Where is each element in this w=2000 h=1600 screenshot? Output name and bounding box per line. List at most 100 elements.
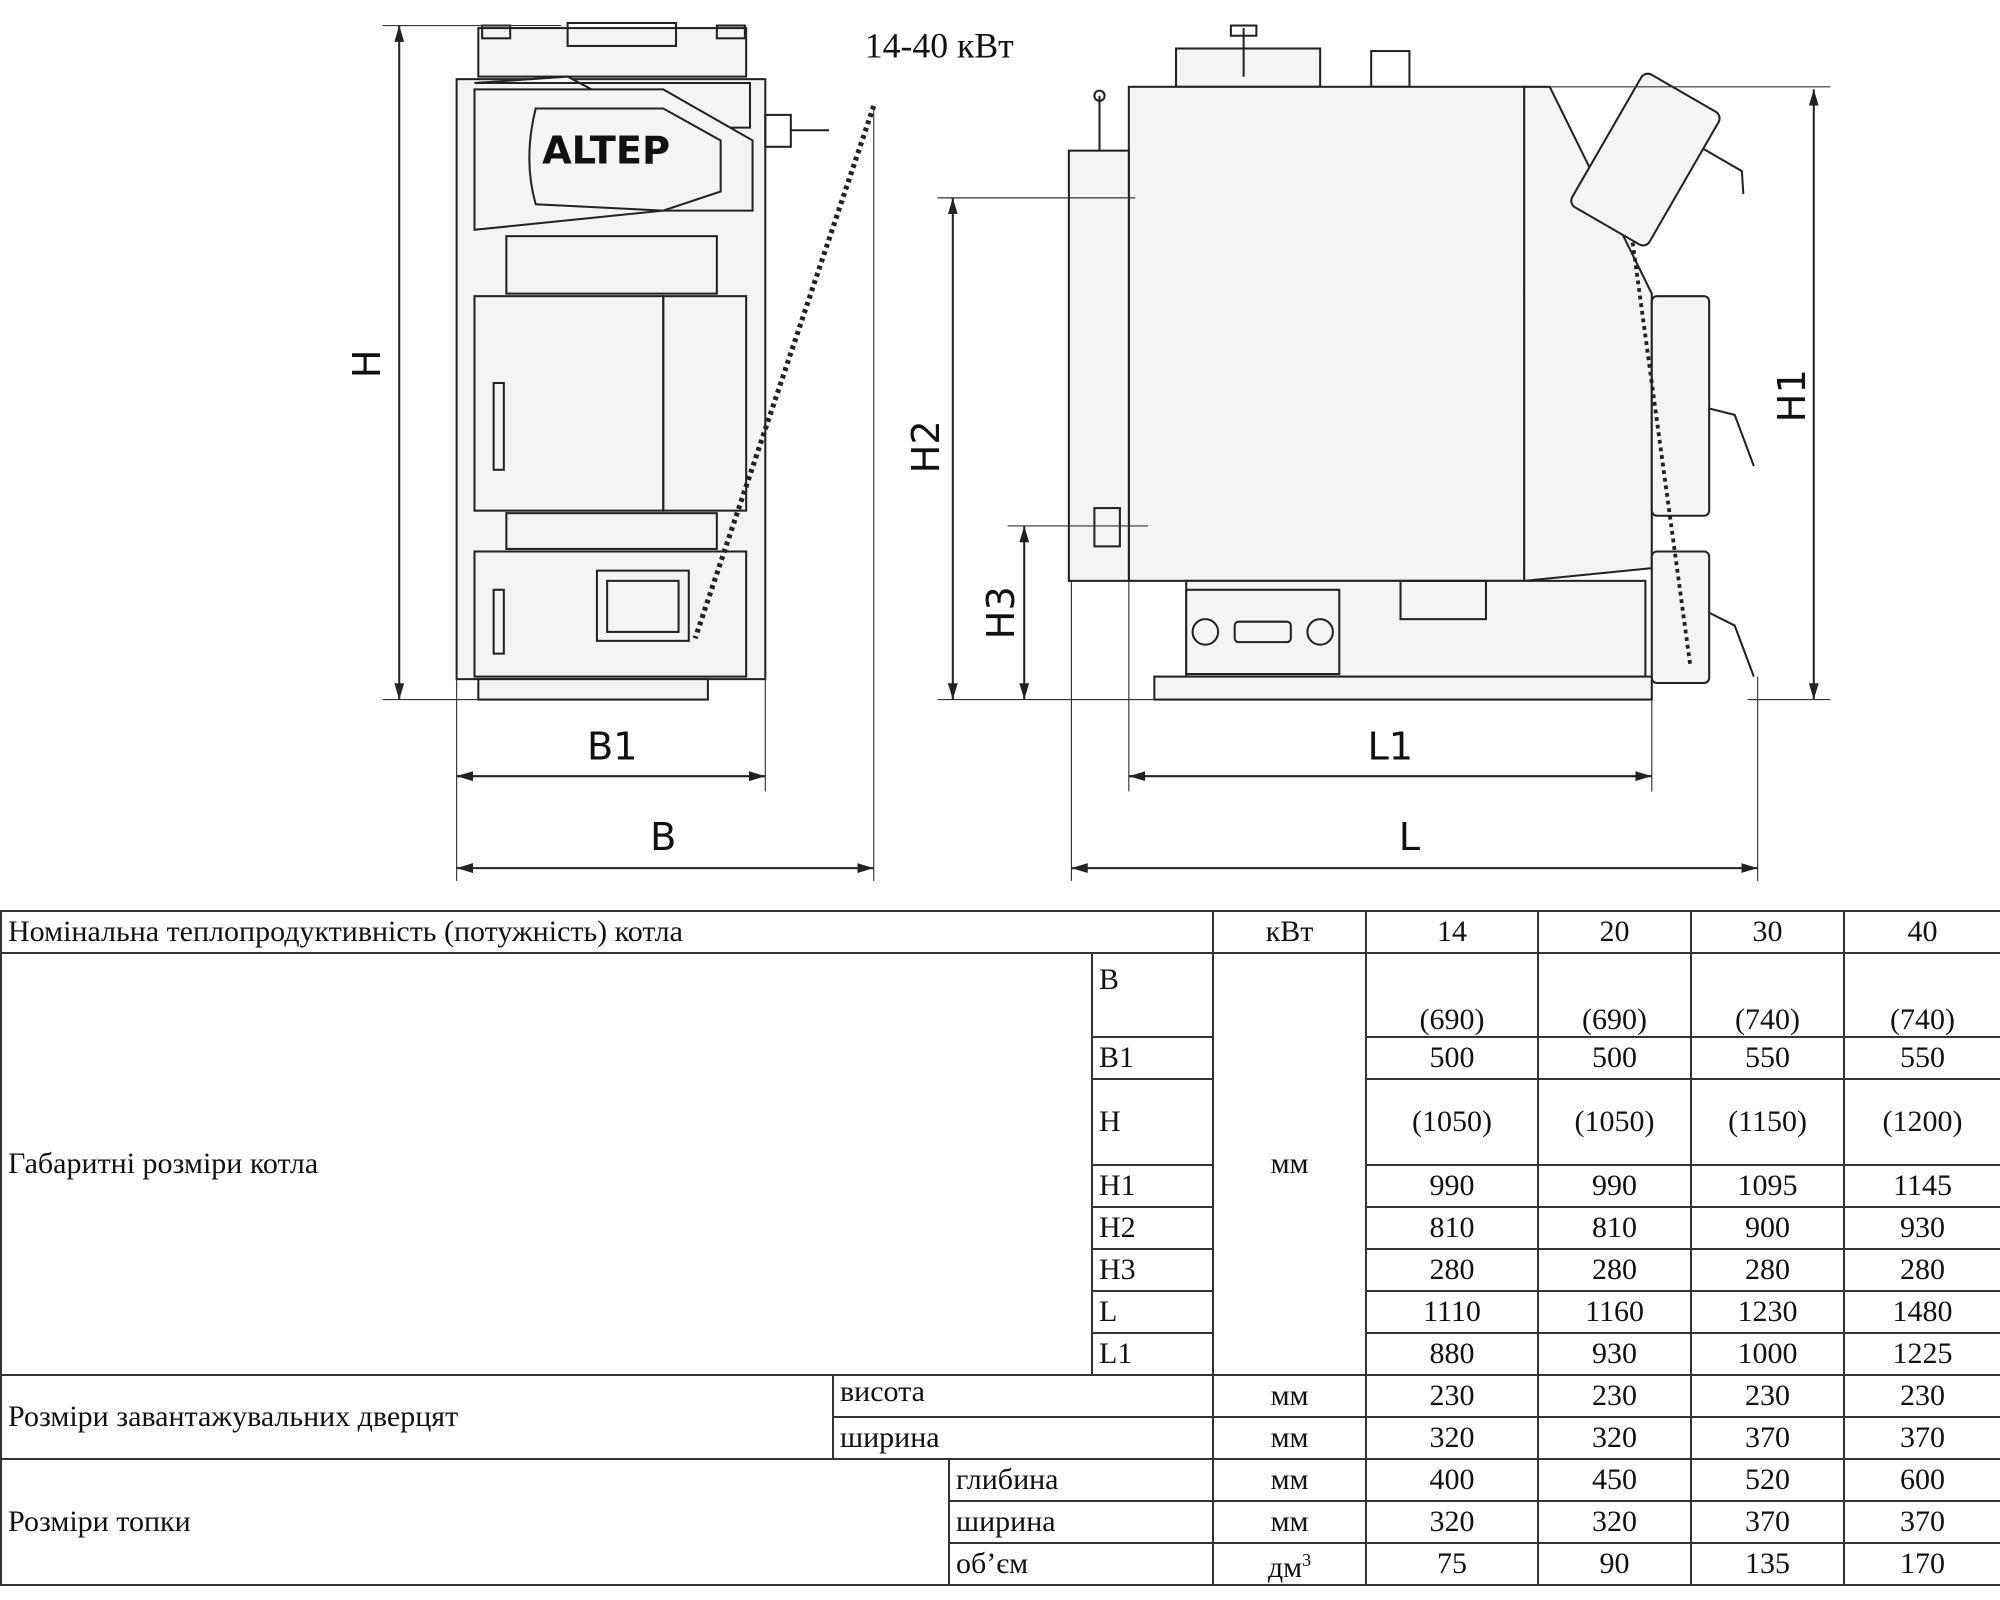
unit-text: дм [1267,1551,1303,1584]
param-cell: H2 [1090,1206,1215,1250]
side-view [1067,24,1755,701]
unit-cell: мм [1212,1458,1368,1502]
value-cell: 370 [1843,1416,2000,1460]
value-cell: (740) [1690,952,1846,1038]
dim-label-h2: H2 [904,420,949,473]
value-cell: 1000 [1690,1332,1846,1376]
value-cell: 1160 [1537,1290,1693,1334]
specifications-table: Номінальна теплопродуктивність (потужніс… [0,910,2000,1586]
value-cell: 880 [1365,1332,1540,1376]
value-cell: 450 [1537,1458,1693,1502]
value-cell: 500 [1365,1036,1540,1080]
value-cell: 90 [1537,1542,1693,1586]
unit-cell: мм [1212,1374,1368,1418]
param-cell: висота [831,1374,1215,1418]
front-dimensions: H B1 B [345,24,875,881]
value-cell: 1095 [1690,1164,1846,1208]
value-cell: (1200) [1843,1078,2000,1166]
param-cell: глибина [947,1458,1215,1502]
value-cell: 600 [1843,1458,2000,1502]
value-cell: 230 [1365,1374,1540,1418]
table-row: Габаритні розміри котла B мм (690) (690)… [0,952,2000,1376]
value-cell: 30 [1690,910,1846,954]
table-row: H2 810 810 900 930 [1,1206,2000,1250]
value-cell: 230 [1690,1374,1846,1418]
value-cell: 550 [1843,1036,2000,1080]
boiler-technical-drawing: ALTEP 14-40 кВт H B1 B [345,21,1831,881]
value-cell: 170 [1843,1542,2000,1586]
value-cell: 320 [1537,1500,1693,1544]
door-dims-label: Розміри завантажувальних дверцят [0,1374,834,1460]
value-cell: 40 [1843,910,2000,954]
unit-cell: мм [1212,952,1368,1376]
value-cell: 1480 [1843,1290,2000,1334]
value-cell: 990 [1365,1164,1540,1208]
value-cell: (690) [1537,952,1693,1038]
value-cell: 280 [1365,1248,1540,1292]
value-cell: 320 [1365,1416,1540,1460]
table-row: H3 280 280 280 280 [1,1248,2000,1292]
power-range-label: 14-40 кВт [865,25,1014,65]
value-cell: 370 [1690,1416,1846,1460]
value-cell: 1110 [1365,1290,1540,1334]
table-row: H1 990 990 1095 1145 [1,1164,2000,1208]
value-cell: (690) [1365,952,1540,1038]
table-row: L 1110 1160 1230 1480 [1,1290,2000,1334]
brand-logo: ALTEP [542,128,670,173]
value-cell: 930 [1843,1206,2000,1250]
value-cell: 320 [1537,1416,1693,1460]
param-cell: B [1090,952,1215,1038]
unit-cell: мм [1212,1500,1368,1544]
table-row: ширина мм 320 320 370 370 [1,1500,2000,1544]
table-row: Розміри завантажувальних дверцят висота … [0,1374,2000,1460]
param-cell: ширина [947,1500,1215,1544]
value-cell: 280 [1537,1248,1693,1292]
overall-dims-label: Габаритні розміри котла [0,952,1093,1376]
dim-label-b: B [650,815,676,860]
dim-label-l1: L1 [1367,725,1413,770]
unit-cell: мм [1212,1416,1368,1460]
table-row: об’єм дм3 75 90 135 170 [1,1542,2000,1586]
value-cell: 14 [1365,910,1540,954]
table-row: L1 880 930 1000 1225 [1,1332,2000,1376]
value-cell: 230 [1843,1374,2000,1418]
power-label: Номінальна теплопродуктивність (потужніс… [0,910,1215,954]
value-cell: 500 [1537,1036,1693,1080]
value-cell: 930 [1537,1332,1693,1376]
param-cell: H3 [1090,1248,1215,1292]
param-cell: H1 [1090,1164,1215,1208]
value-cell: 990 [1537,1164,1693,1208]
value-cell: 1145 [1843,1164,2000,1208]
param-cell: L1 [1090,1332,1215,1376]
value-cell: 810 [1537,1206,1693,1250]
firebox-dims-label: Розміри топки [0,1458,950,1586]
value-cell: (740) [1843,952,2000,1038]
value-cell: 280 [1690,1248,1846,1292]
dim-label-b1: B1 [587,725,638,770]
value-cell: 75 [1365,1542,1540,1586]
value-cell: (1050) [1537,1078,1693,1166]
value-cell: 370 [1843,1500,2000,1544]
value-cell: 1230 [1690,1290,1846,1334]
value-cell: 900 [1690,1206,1846,1250]
param-cell: L [1090,1290,1215,1334]
dim-label-h: H [345,349,390,378]
unit-cell: дм3 [1212,1542,1368,1586]
value-cell: 550 [1690,1036,1846,1080]
value-cell: 20 [1537,910,1693,954]
value-cell: 135 [1690,1542,1846,1586]
param-cell: H [1090,1078,1215,1166]
value-cell: 370 [1690,1500,1846,1544]
value-cell: 810 [1365,1206,1540,1250]
table-row: ширина мм 320 320 370 370 [1,1416,2000,1460]
table-row-power: Номінальна теплопродуктивність (потужніс… [0,910,2000,954]
param-cell: ширина [831,1416,1215,1460]
unit-superscript: 3 [1302,1550,1312,1570]
param-cell: B1 [1090,1036,1215,1080]
value-cell: (1050) [1365,1078,1540,1166]
param-cell: об’єм [947,1542,1215,1586]
value-cell: 280 [1843,1248,2000,1292]
value-cell: 1225 [1843,1332,2000,1376]
table-row: Розміри топки глибина мм 400 450 520 600 [0,1458,2000,1586]
dim-label-h3: H3 [979,586,1024,639]
